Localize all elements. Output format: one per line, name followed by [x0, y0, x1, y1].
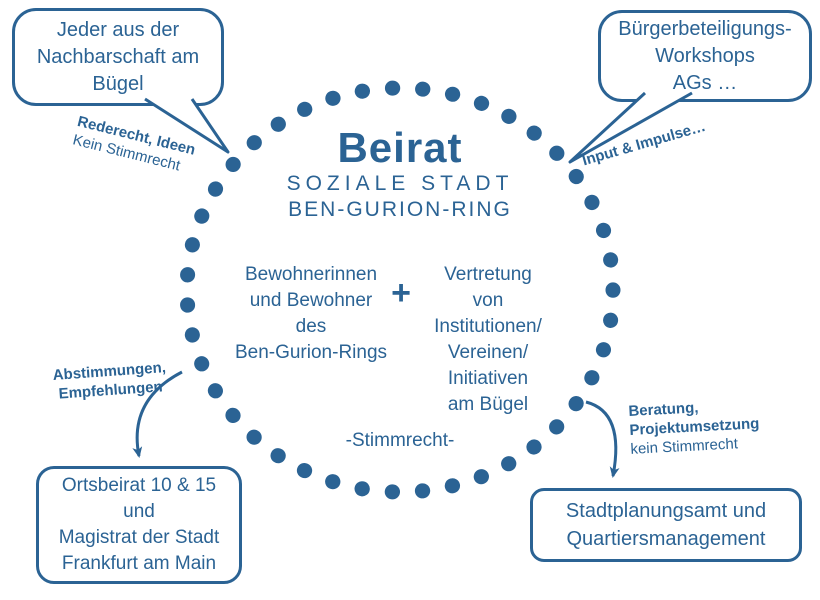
speech-bubble-neighbourhood-text: Jeder aus der Nachbarschaft am Bügel: [36, 18, 200, 95]
box-ortsbeirat-magistrat-text: Ortsbeirat 10 & 15 und Magistrat der Sta…: [58, 475, 220, 574]
note-rederecht-ideen: Rederecht, Ideen Kein Stimmrecht: [71, 112, 197, 178]
speech-bubble-workshops: Bürgerbeteiligungs- Workshops AGs …: [598, 10, 812, 102]
circle-title: Beirat: [337, 124, 463, 171]
note-beratung-projektumsetzung: Beratung, Projektumsetzung kein Stimmrec…: [628, 395, 761, 459]
circle-subtitle-ben-gurion-ring: BEN-GURION-RING: [288, 198, 512, 221]
note-input-impulse-text: Input & Impulse…: [580, 117, 708, 170]
member-group-institutions: Vertretung von Institutionen/ Vereinen/ …: [434, 264, 542, 415]
member-group-residents: Bewohnerinnen und Bewohner des Ben-Gurio…: [234, 264, 388, 363]
box-stadtplanungsamt-text: Stadtplanungsamt und Quartiersmanagement: [565, 500, 767, 550]
box-ortsbeirat-magistrat: Ortsbeirat 10 & 15 und Magistrat der Sta…: [36, 466, 242, 584]
note-input-impulse: Input & Impulse…: [580, 117, 708, 170]
note-abstimmungen-empfehlungen: Abstimmungen, Empfehlungen: [43, 357, 177, 404]
speech-bubble-workshops-text: Bürgerbeteiligungs- Workshops AGs …: [618, 17, 792, 94]
speech-bubble-neighbourhood: Jeder aus der Nachbarschaft am Bügel: [12, 8, 224, 106]
voting-right-note: -Stimmrecht-: [345, 430, 455, 451]
arrow-to-stadtplanungsamt: [585, 400, 620, 478]
plus-sign: +: [391, 274, 411, 312]
circle-subtitle-soziale-stadt: SOZIALE STADT: [286, 172, 514, 195]
box-stadtplanungsamt: Stadtplanungsamt und Quartiersmanagement: [530, 488, 802, 562]
